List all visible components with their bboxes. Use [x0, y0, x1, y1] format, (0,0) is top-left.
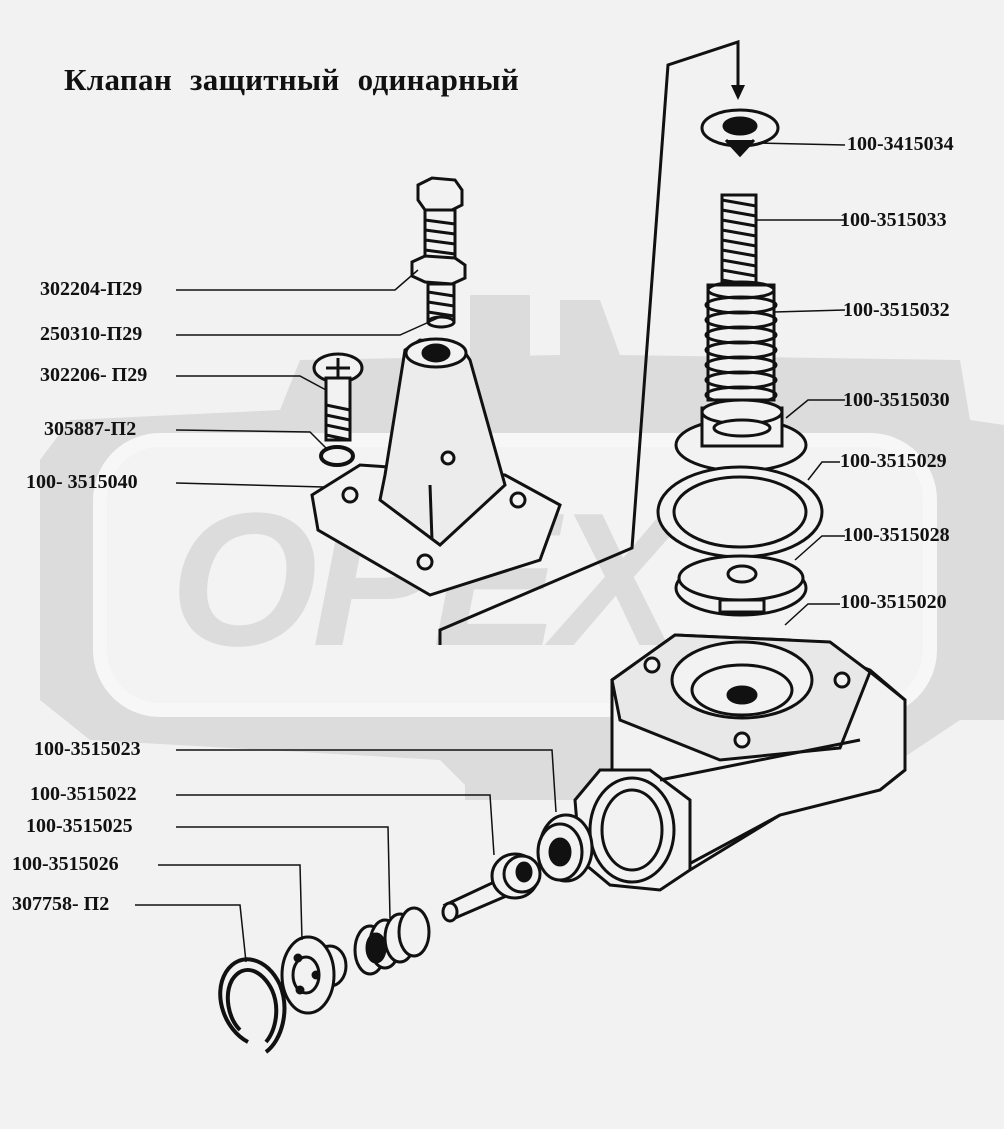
label-100-3515022: 100-3515022: [30, 783, 137, 805]
label-100-3515023: 100-3515023: [34, 738, 141, 760]
part-valve-body: [573, 633, 907, 892]
label-100-3515028: 100-3515028: [843, 524, 950, 546]
part-diaphragm: [674, 554, 808, 617]
label-100-3515025: 100-3515025: [26, 815, 133, 837]
part-retaining-ring: [218, 957, 287, 1054]
label-302204-p29: 302204-П29: [40, 278, 143, 300]
part-bolt: [410, 176, 467, 329]
label-100-3515033: 100-3515033: [840, 209, 947, 231]
routing-arrow-line: [438, 39, 740, 645]
part-valve-cover: [310, 337, 562, 597]
label-100-3515032: 100-3515032: [843, 299, 950, 321]
label-100-3515026: 100-3515026: [12, 853, 119, 875]
part-spring-retainer: [280, 935, 348, 1015]
arrow-head-icon: [731, 85, 745, 100]
part-seat-ring: [536, 813, 594, 883]
label-100-3415034: 100-3415034: [847, 133, 954, 155]
label-302206-p29: 302206- П29: [40, 364, 148, 386]
part-valve-stem: [441, 852, 542, 923]
label-250310-p29: 250310-П29: [40, 323, 143, 345]
part-screw: [312, 352, 364, 442]
label-100-3515029: 100-3515029: [840, 450, 947, 472]
part-large-spring: [704, 280, 778, 405]
part-valve-spring: [353, 906, 431, 976]
part-lock-washer: [319, 445, 355, 467]
part-cap-washer: [700, 108, 780, 158]
label-100-3515020: 100-3515020: [840, 591, 947, 613]
diagram-title: Клапан защитный одинарный: [64, 62, 520, 97]
label-307758-p2: 307758- П2: [12, 893, 110, 915]
label-100-3515040: 100- 3515040: [26, 471, 138, 493]
part-spring-seat: [674, 398, 808, 473]
part-small-spring: [720, 193, 758, 297]
leader-lines: [135, 142, 846, 963]
label-100-3515030: 100-3515030: [843, 389, 950, 411]
part-gasket-ring: [656, 465, 824, 559]
label-305887-p2: 305887-П2: [44, 418, 137, 440]
